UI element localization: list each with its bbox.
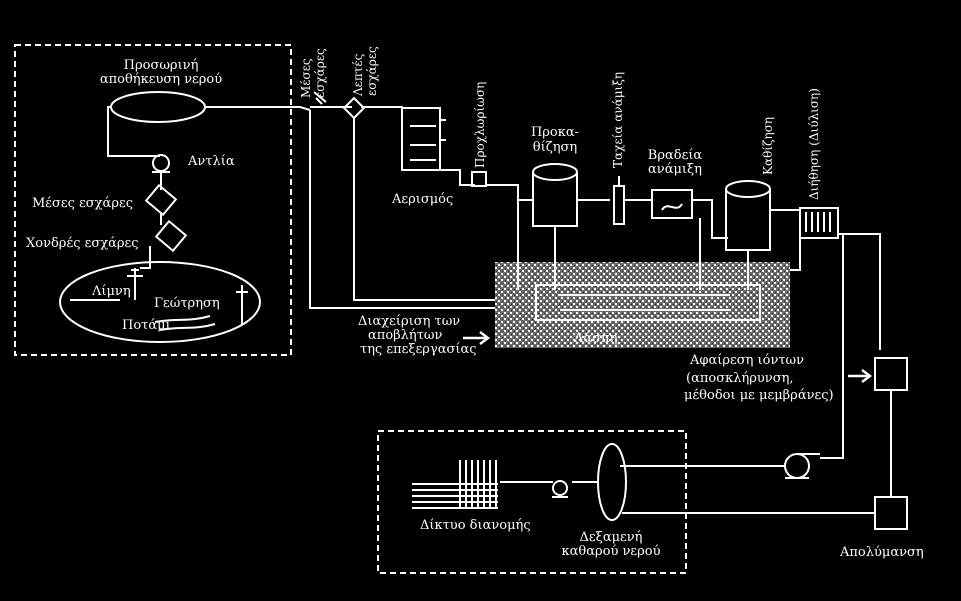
fine-screens-symbol bbox=[342, 96, 366, 120]
vlabel-prechlorination: Προχλωρίωση bbox=[473, 81, 487, 168]
vlabel-medium-screens-1: Μέσες bbox=[299, 58, 313, 98]
aeration-symbol bbox=[402, 107, 475, 186]
clear-water-reservoir bbox=[597, 443, 627, 521]
vlabel-rapid-mixing: Ταχεία ανάμιξη bbox=[611, 71, 625, 168]
vlabel-fine-screens-2: εσχάρες bbox=[365, 46, 379, 96]
label-waste-line2: αποβλήτων bbox=[368, 328, 443, 343]
pump-symbol bbox=[152, 154, 170, 172]
label-disinfection: Απολύμανση bbox=[840, 545, 924, 560]
vlabel-filtration: Διήθηση (Διύλιση) bbox=[807, 88, 821, 200]
label-presettling-line1: Προκα- bbox=[530, 125, 580, 140]
label-medium-screens: Μέσες εσχάρες bbox=[32, 196, 133, 211]
medium-screens-symbol bbox=[144, 183, 178, 217]
label-temp-storage-line1: Προσωρινή bbox=[123, 58, 199, 73]
storage-tank-shape bbox=[110, 91, 206, 123]
label-well: Γεώτρηση bbox=[154, 296, 220, 311]
label-distribution: Δίκτυο διανομής bbox=[420, 518, 531, 533]
label-aeration: Αερισμός bbox=[392, 192, 454, 207]
label-sludge: Λάσπη bbox=[574, 331, 618, 346]
label-slow-mixing-line2: ανάμιξη bbox=[648, 162, 702, 177]
slow-mixing-symbol bbox=[651, 189, 693, 219]
label-reservoir-line2: καθαρού νερού bbox=[561, 544, 661, 559]
filtration-symbol bbox=[799, 207, 839, 239]
ion-removal-box bbox=[874, 357, 908, 391]
label-presettling-line2: θίζηση bbox=[532, 140, 578, 155]
vlabel-medium-screens-2: εσχάρες bbox=[313, 48, 327, 98]
settling-tank bbox=[725, 189, 771, 251]
label-waste-line1: Διαχείριση των bbox=[358, 314, 461, 329]
coarse-screens-symbol bbox=[154, 219, 188, 253]
label-coarse-screens: Χονδρές εσχάρες bbox=[26, 236, 139, 251]
rapid-mixing-symbol bbox=[613, 185, 625, 225]
label-ion-removal-line2: (αποσκλήρυνση, bbox=[686, 371, 794, 386]
disinfection-box bbox=[874, 496, 908, 530]
label-river: Ποτάμι bbox=[122, 318, 171, 333]
source-area-box bbox=[14, 44, 292, 356]
distribution-network bbox=[412, 460, 498, 509]
sludge-block bbox=[495, 262, 790, 348]
label-waste-line3: της επεξεργασίας bbox=[360, 342, 477, 357]
label-pump: Αντλία bbox=[188, 154, 235, 169]
label-temp-storage-line2: αποθήκευση νερού bbox=[99, 72, 223, 87]
label-ion-removal-line1: Αφαίρεση ιόντων bbox=[690, 353, 805, 368]
label-reservoir-line1: Δεξαμενή bbox=[579, 530, 643, 545]
label-lake: Λίμνη bbox=[92, 284, 131, 299]
label-ion-removal-line3: μέθοδοι με μεμβράνες) bbox=[684, 388, 834, 403]
vlabel-fine-screens-1: Λεπτές bbox=[351, 53, 365, 96]
distribution-area-box bbox=[377, 430, 687, 574]
return-pump bbox=[784, 453, 810, 479]
label-slow-mixing-line1: Βραδεία bbox=[647, 148, 703, 163]
vlabel-settling: Καθίζηση bbox=[761, 116, 775, 175]
water-sources-ellipse bbox=[59, 261, 261, 343]
